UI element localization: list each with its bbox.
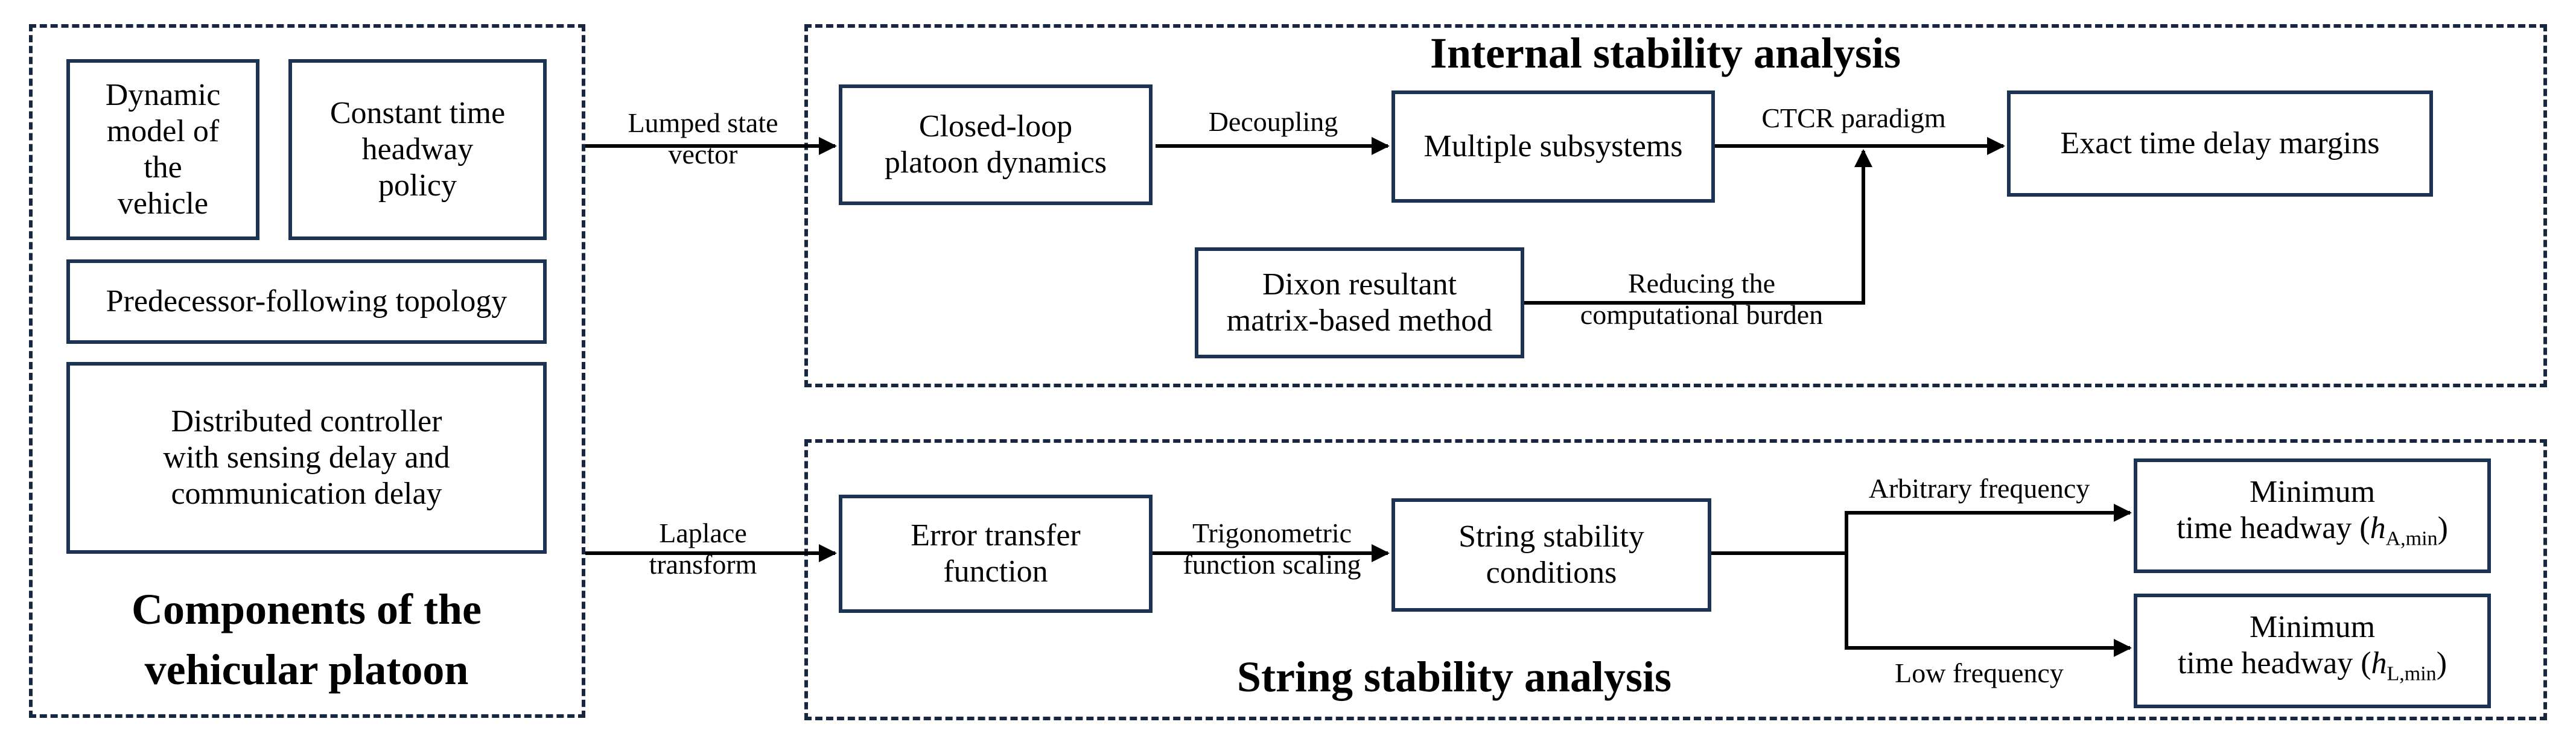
vehicle-model-box: Dynamic model of the vehicle bbox=[66, 59, 259, 240]
arrow-low-frequency bbox=[1845, 553, 2132, 657]
internal-stability-title: Internal stability analysis bbox=[1430, 29, 1901, 77]
label-decoupling: Decoupling bbox=[1208, 106, 1338, 137]
min-headway-arbitrary-box: Minimum time headway (hA,min) bbox=[2134, 458, 2491, 573]
string-stability-conditions-box: String stability conditions bbox=[1391, 498, 1711, 612]
label-laplace-transform: Laplace transform bbox=[649, 518, 757, 580]
arrow-reducing-burden bbox=[1524, 149, 1872, 305]
string-stability-title: String stability analysis bbox=[1236, 653, 1672, 701]
components-group bbox=[29, 24, 585, 718]
controller-box: Distributed controller with sensing dela… bbox=[66, 362, 547, 554]
cth-policy-box: Constant time headway policy bbox=[288, 59, 547, 240]
time-delay-margins-box: Exact time delay margins bbox=[2007, 90, 2433, 197]
closed-loop-dynamics-box: Closed-loop platoon dynamics bbox=[839, 84, 1153, 205]
components-title: Components of the vehicular platoon bbox=[131, 585, 482, 694]
multiple-subsystems-box: Multiple subsystems bbox=[1391, 90, 1715, 203]
min-headway-arbitrary-line1: Minimum bbox=[2249, 475, 2376, 510]
dixon-method-box: Dixon resultant matrix-based method bbox=[1195, 247, 1524, 358]
min-headway-arbitrary-line2: time headway (hA,min) bbox=[2177, 511, 2448, 550]
min-headway-low-box: Minimum time headway (hL,min) bbox=[2134, 594, 2491, 708]
min-headway-low-line1: Minimum bbox=[2249, 610, 2376, 645]
label-ctcr-paradigm: CTCR paradigm bbox=[1761, 103, 1946, 133]
string-stability-group bbox=[804, 439, 2547, 720]
label-lumped-state-vector: Lumped state vector bbox=[628, 107, 778, 170]
label-reducing-burden: Reducing the computational burden bbox=[1580, 268, 1824, 330]
label-low-frequency: Low frequency bbox=[1895, 658, 2064, 688]
error-transfer-function-box: Error transfer function bbox=[839, 495, 1153, 613]
label-arbitrary-frequency: Arbitrary frequency bbox=[1868, 473, 2090, 504]
min-headway-low-line2: time headway (hL,min) bbox=[2177, 646, 2447, 685]
label-trig-scaling: Trigonometric function scaling bbox=[1183, 518, 1361, 580]
internal-stability-group bbox=[804, 24, 2547, 387]
topology-box: Predecessor-following topology bbox=[66, 259, 547, 344]
arrow-arbitrary-frequency bbox=[1845, 504, 2132, 553]
